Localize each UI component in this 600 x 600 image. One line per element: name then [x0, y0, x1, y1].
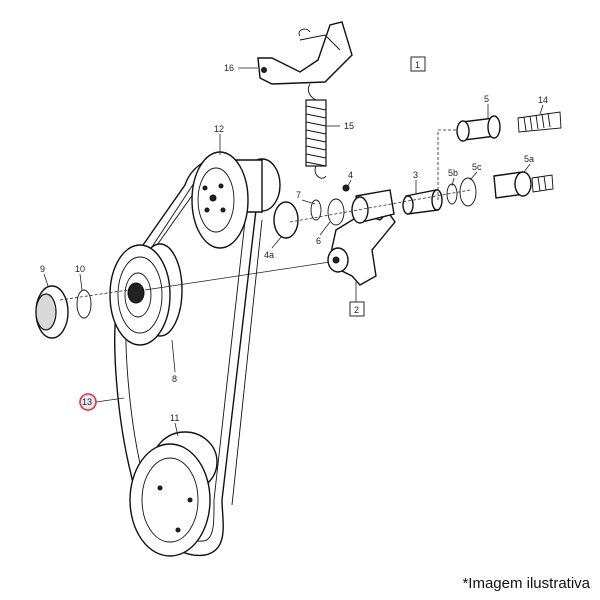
- label-part-4a: 4a: [264, 250, 274, 260]
- leader-lines: [43, 67, 544, 437]
- highlight-ring-13: [79, 393, 97, 411]
- upper-pulley: [191, 151, 281, 249]
- label-part-10: 10: [75, 264, 85, 274]
- pivot-bolt-5a: [493, 171, 554, 199]
- label-part-4: 4: [348, 170, 353, 180]
- label-part-8: 8: [172, 374, 177, 384]
- part-labels: 1 2 3 4 4a 5 5a 5b 5c 6 7 8 9 10 11 12 1…: [40, 56, 548, 423]
- label-part-13: 13: [82, 397, 92, 407]
- label-part-16: 16: [224, 63, 234, 73]
- label-part-2: 2: [354, 305, 359, 315]
- label-box-2: [349, 301, 365, 317]
- label-part-14: 14: [538, 95, 548, 105]
- washers: [273, 177, 477, 239]
- label-part-5c: 5c: [472, 162, 482, 172]
- label-part-5a: 5a: [524, 154, 534, 164]
- label-part-7: 7: [296, 190, 301, 200]
- tension-spring: [305, 83, 327, 179]
- label-part-5b: 5b: [448, 168, 458, 178]
- label-part-6: 6: [316, 236, 321, 246]
- label-part-15: 15: [344, 121, 354, 131]
- label-part-11: 11: [170, 413, 179, 423]
- label-part-5: 5: [484, 94, 489, 104]
- mounting-bracket: [257, 21, 353, 85]
- lower-pulley: [129, 431, 218, 557]
- tensioner-arm: [327, 210, 396, 286]
- label-part-1: 1: [415, 60, 420, 70]
- label-part-12: 12: [214, 124, 224, 134]
- pivot-bolt-5: [456, 111, 562, 142]
- pivot-sleeve: [342, 184, 395, 224]
- label-box-1: [410, 56, 426, 72]
- hub-cap: [35, 285, 69, 339]
- illustrative-caption: *Imagem ilustrativa: [462, 575, 590, 592]
- label-part-3: 3: [413, 170, 418, 180]
- circlip: [76, 289, 92, 319]
- label-part-9: 9: [40, 264, 45, 274]
- middle-pulley: [109, 243, 331, 346]
- bushing-3: [402, 189, 443, 215]
